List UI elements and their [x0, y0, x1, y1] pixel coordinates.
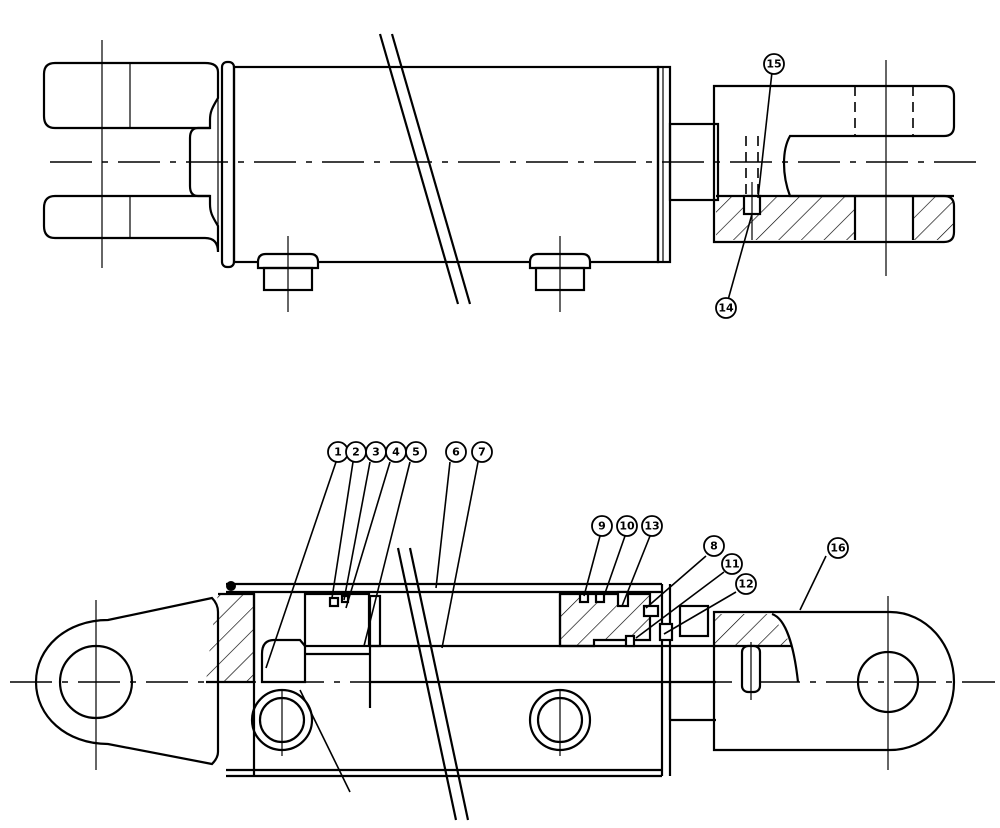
balloon-8: 8 [703, 535, 725, 557]
top-barrel [220, 60, 672, 269]
bottom-balloons: 1 2 3 4 5 6 7 [327, 441, 849, 595]
balloon-3: 3 [365, 441, 387, 463]
svg-text:2: 2 [352, 446, 360, 459]
bottom-break-lines [396, 547, 470, 821]
gland-section [558, 590, 710, 648]
svg-text:8: 8 [710, 540, 718, 553]
svg-text:11: 11 [724, 558, 739, 571]
svg-text:10: 10 [619, 520, 635, 533]
balloon-12: 12 [735, 573, 757, 595]
svg-text:5: 5 [412, 446, 420, 459]
piston [260, 592, 382, 684]
svg-text:9: 9 [598, 520, 606, 533]
balloon-6: 6 [445, 441, 467, 463]
top-rod [668, 122, 720, 202]
svg-text:4: 4 [392, 446, 400, 459]
top-view: 15 14 [42, 33, 978, 319]
top-rod-clevis [712, 60, 956, 276]
balloon-11: 11 [721, 553, 743, 575]
svg-text:1: 1 [334, 446, 342, 459]
balloon-5: 5 [405, 441, 427, 463]
svg-text:7: 7 [478, 446, 486, 459]
svg-text:16: 16 [830, 542, 846, 555]
svg-text:13: 13 [644, 520, 659, 533]
cap-section [206, 592, 256, 776]
rod-end-eye [712, 596, 956, 770]
balloon-10: 10 [616, 515, 638, 537]
top-balloons: 15 14 [715, 53, 785, 319]
bottom-barrel [226, 581, 672, 778]
svg-text:15: 15 [766, 58, 781, 71]
cap-end-eye [34, 596, 220, 770]
balloon-13: 13 [641, 515, 663, 537]
top-break-lines [378, 33, 472, 305]
svg-text:14: 14 [718, 302, 734, 315]
balloon-14: 14 [715, 297, 737, 319]
balloon-16: 16 [827, 537, 849, 559]
balloon-15: 15 [763, 53, 785, 75]
svg-text:3: 3 [372, 446, 380, 459]
balloon-4: 4 [385, 441, 407, 463]
balloon-7: 7 [471, 441, 493, 463]
balloon-9: 9 [591, 515, 613, 537]
bottom-leaders [265, 461, 827, 793]
bottom-view: 1 2 3 4 5 6 7 [10, 441, 995, 821]
bottom-ports [250, 688, 592, 756]
balloon-1: 1 [327, 441, 349, 463]
svg-text:12: 12 [738, 578, 753, 591]
top-ports [256, 236, 592, 312]
top-clevis-fork [42, 40, 220, 268]
balloon-2: 2 [345, 441, 367, 463]
svg-text:6: 6 [452, 446, 460, 459]
